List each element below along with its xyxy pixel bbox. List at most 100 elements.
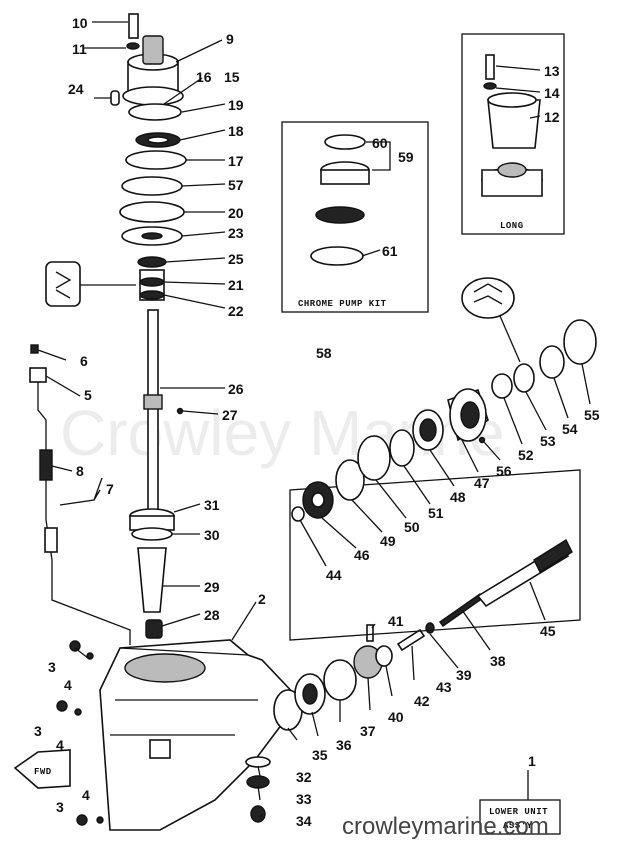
callout-40: 40 xyxy=(388,709,404,725)
bolt-3c[interactable] xyxy=(76,814,88,826)
oil-seal-53[interactable] xyxy=(513,363,535,393)
oil-seal[interactable] xyxy=(137,256,167,268)
washer-4a[interactable] xyxy=(86,652,94,660)
spring-38[interactable] xyxy=(439,593,484,627)
site-url: crowleymarine.com xyxy=(342,813,549,840)
callout-51: 51 xyxy=(428,505,444,521)
callout-52: 52 xyxy=(518,447,534,463)
callout-16: 16 xyxy=(196,69,212,85)
sleeve[interactable] xyxy=(131,527,173,541)
callout-20: 20 xyxy=(228,205,244,221)
callout-37: 37 xyxy=(360,723,376,739)
callout-28: 28 xyxy=(204,607,220,623)
callout-54: 54 xyxy=(562,421,578,437)
washer-42[interactable] xyxy=(375,645,393,667)
callout-41: 41 xyxy=(388,613,404,629)
woodruff-key[interactable] xyxy=(110,90,120,106)
shift-rod-lever[interactable] xyxy=(29,367,47,383)
svg-text:FWD: FWD xyxy=(34,767,52,777)
callout-4c: 4 xyxy=(82,787,90,803)
fwd-arrow: FWD xyxy=(13,749,71,789)
callout-14: 14 xyxy=(544,85,560,101)
kit-impeller[interactable] xyxy=(315,206,365,224)
bushing-tube[interactable] xyxy=(137,547,167,613)
pin[interactable] xyxy=(176,407,184,415)
callout-39: 39 xyxy=(456,667,472,683)
callout-19: 19 xyxy=(228,97,244,113)
shift-rod-boot[interactable] xyxy=(39,449,53,481)
washer-4c[interactable] xyxy=(96,816,104,824)
kit-gasket[interactable] xyxy=(324,134,366,150)
outer-plate[interactable] xyxy=(121,176,183,196)
callout-34: 34 xyxy=(296,813,312,829)
o-ring-54[interactable] xyxy=(539,345,565,379)
bearing[interactable] xyxy=(145,619,163,639)
long-bolt[interactable] xyxy=(485,54,495,80)
pump-bolt[interactable] xyxy=(128,13,139,39)
bolt-3b[interactable] xyxy=(56,700,68,712)
callout-53: 53 xyxy=(540,433,556,449)
pin-41[interactable] xyxy=(366,624,374,642)
reverse-gear-assembly xyxy=(291,277,597,522)
callout-48: 48 xyxy=(450,489,466,505)
callout-38: 38 xyxy=(490,653,506,669)
callout-18: 18 xyxy=(228,123,244,139)
callout-8: 8 xyxy=(76,463,84,479)
bolt-3a[interactable] xyxy=(69,640,81,652)
callout-49: 49 xyxy=(380,533,396,549)
pinion-gear[interactable] xyxy=(323,659,357,701)
drain-gasket[interactable] xyxy=(245,756,271,768)
pump-washer[interactable] xyxy=(126,42,140,50)
sealant-callout-left xyxy=(45,261,136,307)
callout-numbers: 1 2 3 3 3 4 4 4 5 6 7 8 9 10 11 12 13 14… xyxy=(34,15,600,829)
callout-11: 11 xyxy=(72,41,87,57)
long-washer[interactable] xyxy=(483,82,497,90)
callout-21: 21 xyxy=(228,277,244,293)
callout-55: 55 xyxy=(584,407,600,423)
sealant-callout-right xyxy=(461,277,515,319)
callout-12: 12 xyxy=(544,109,560,125)
callout-13: 13 xyxy=(544,63,560,79)
callout-47: 47 xyxy=(474,475,490,491)
washer-4b[interactable] xyxy=(74,708,82,716)
circlip-55[interactable] xyxy=(563,319,597,365)
callout-27: 27 xyxy=(222,407,238,423)
gasket[interactable] xyxy=(125,150,187,170)
clutch-dog[interactable] xyxy=(396,628,426,652)
leader-lines xyxy=(37,21,591,819)
callout-50: 50 xyxy=(404,519,420,535)
pin-56[interactable] xyxy=(478,436,486,444)
lower-case-housing[interactable] xyxy=(99,639,302,831)
callout-4b: 4 xyxy=(56,737,64,753)
drain-screw[interactable] xyxy=(250,805,266,823)
shift-cam[interactable] xyxy=(44,527,58,553)
callout-24: 24 xyxy=(68,81,84,97)
callout-26: 26 xyxy=(228,381,244,397)
thrust-washer[interactable] xyxy=(357,435,391,481)
callout-3a: 3 xyxy=(48,659,56,675)
svg-text:CHROME PUMP KIT: CHROME PUMP KIT xyxy=(298,299,387,309)
o-ring-51[interactable] xyxy=(389,429,415,467)
callout-10: 10 xyxy=(72,15,88,31)
shift-rod-assembly xyxy=(29,344,131,645)
pump-insert[interactable] xyxy=(128,103,182,121)
callout-1: 1 xyxy=(528,753,536,769)
lower-unit-assy-box: LOWER UNIT ASS'Y xyxy=(479,770,561,835)
callout-7: 7 xyxy=(106,481,114,497)
kit-plate[interactable] xyxy=(310,246,364,266)
callout-6: 6 xyxy=(80,353,88,369)
callout-61: 61 xyxy=(382,243,398,259)
callout-56: 56 xyxy=(496,463,512,479)
chrome-pump-kit-box: CHROME PUMP KIT xyxy=(281,121,429,313)
ring-44[interactable] xyxy=(291,506,305,522)
propeller-shaft-assembly xyxy=(273,469,581,731)
callout-42: 42 xyxy=(414,693,430,709)
callout-5: 5 xyxy=(84,387,92,403)
callout-23: 23 xyxy=(228,225,244,241)
plate-gasket[interactable] xyxy=(119,201,185,223)
shift-plunger[interactable] xyxy=(425,622,435,634)
callout-35: 35 xyxy=(312,747,328,763)
shift-bolt[interactable] xyxy=(30,344,39,354)
shim-49[interactable] xyxy=(335,459,365,501)
bearing-52[interactable] xyxy=(491,373,513,399)
